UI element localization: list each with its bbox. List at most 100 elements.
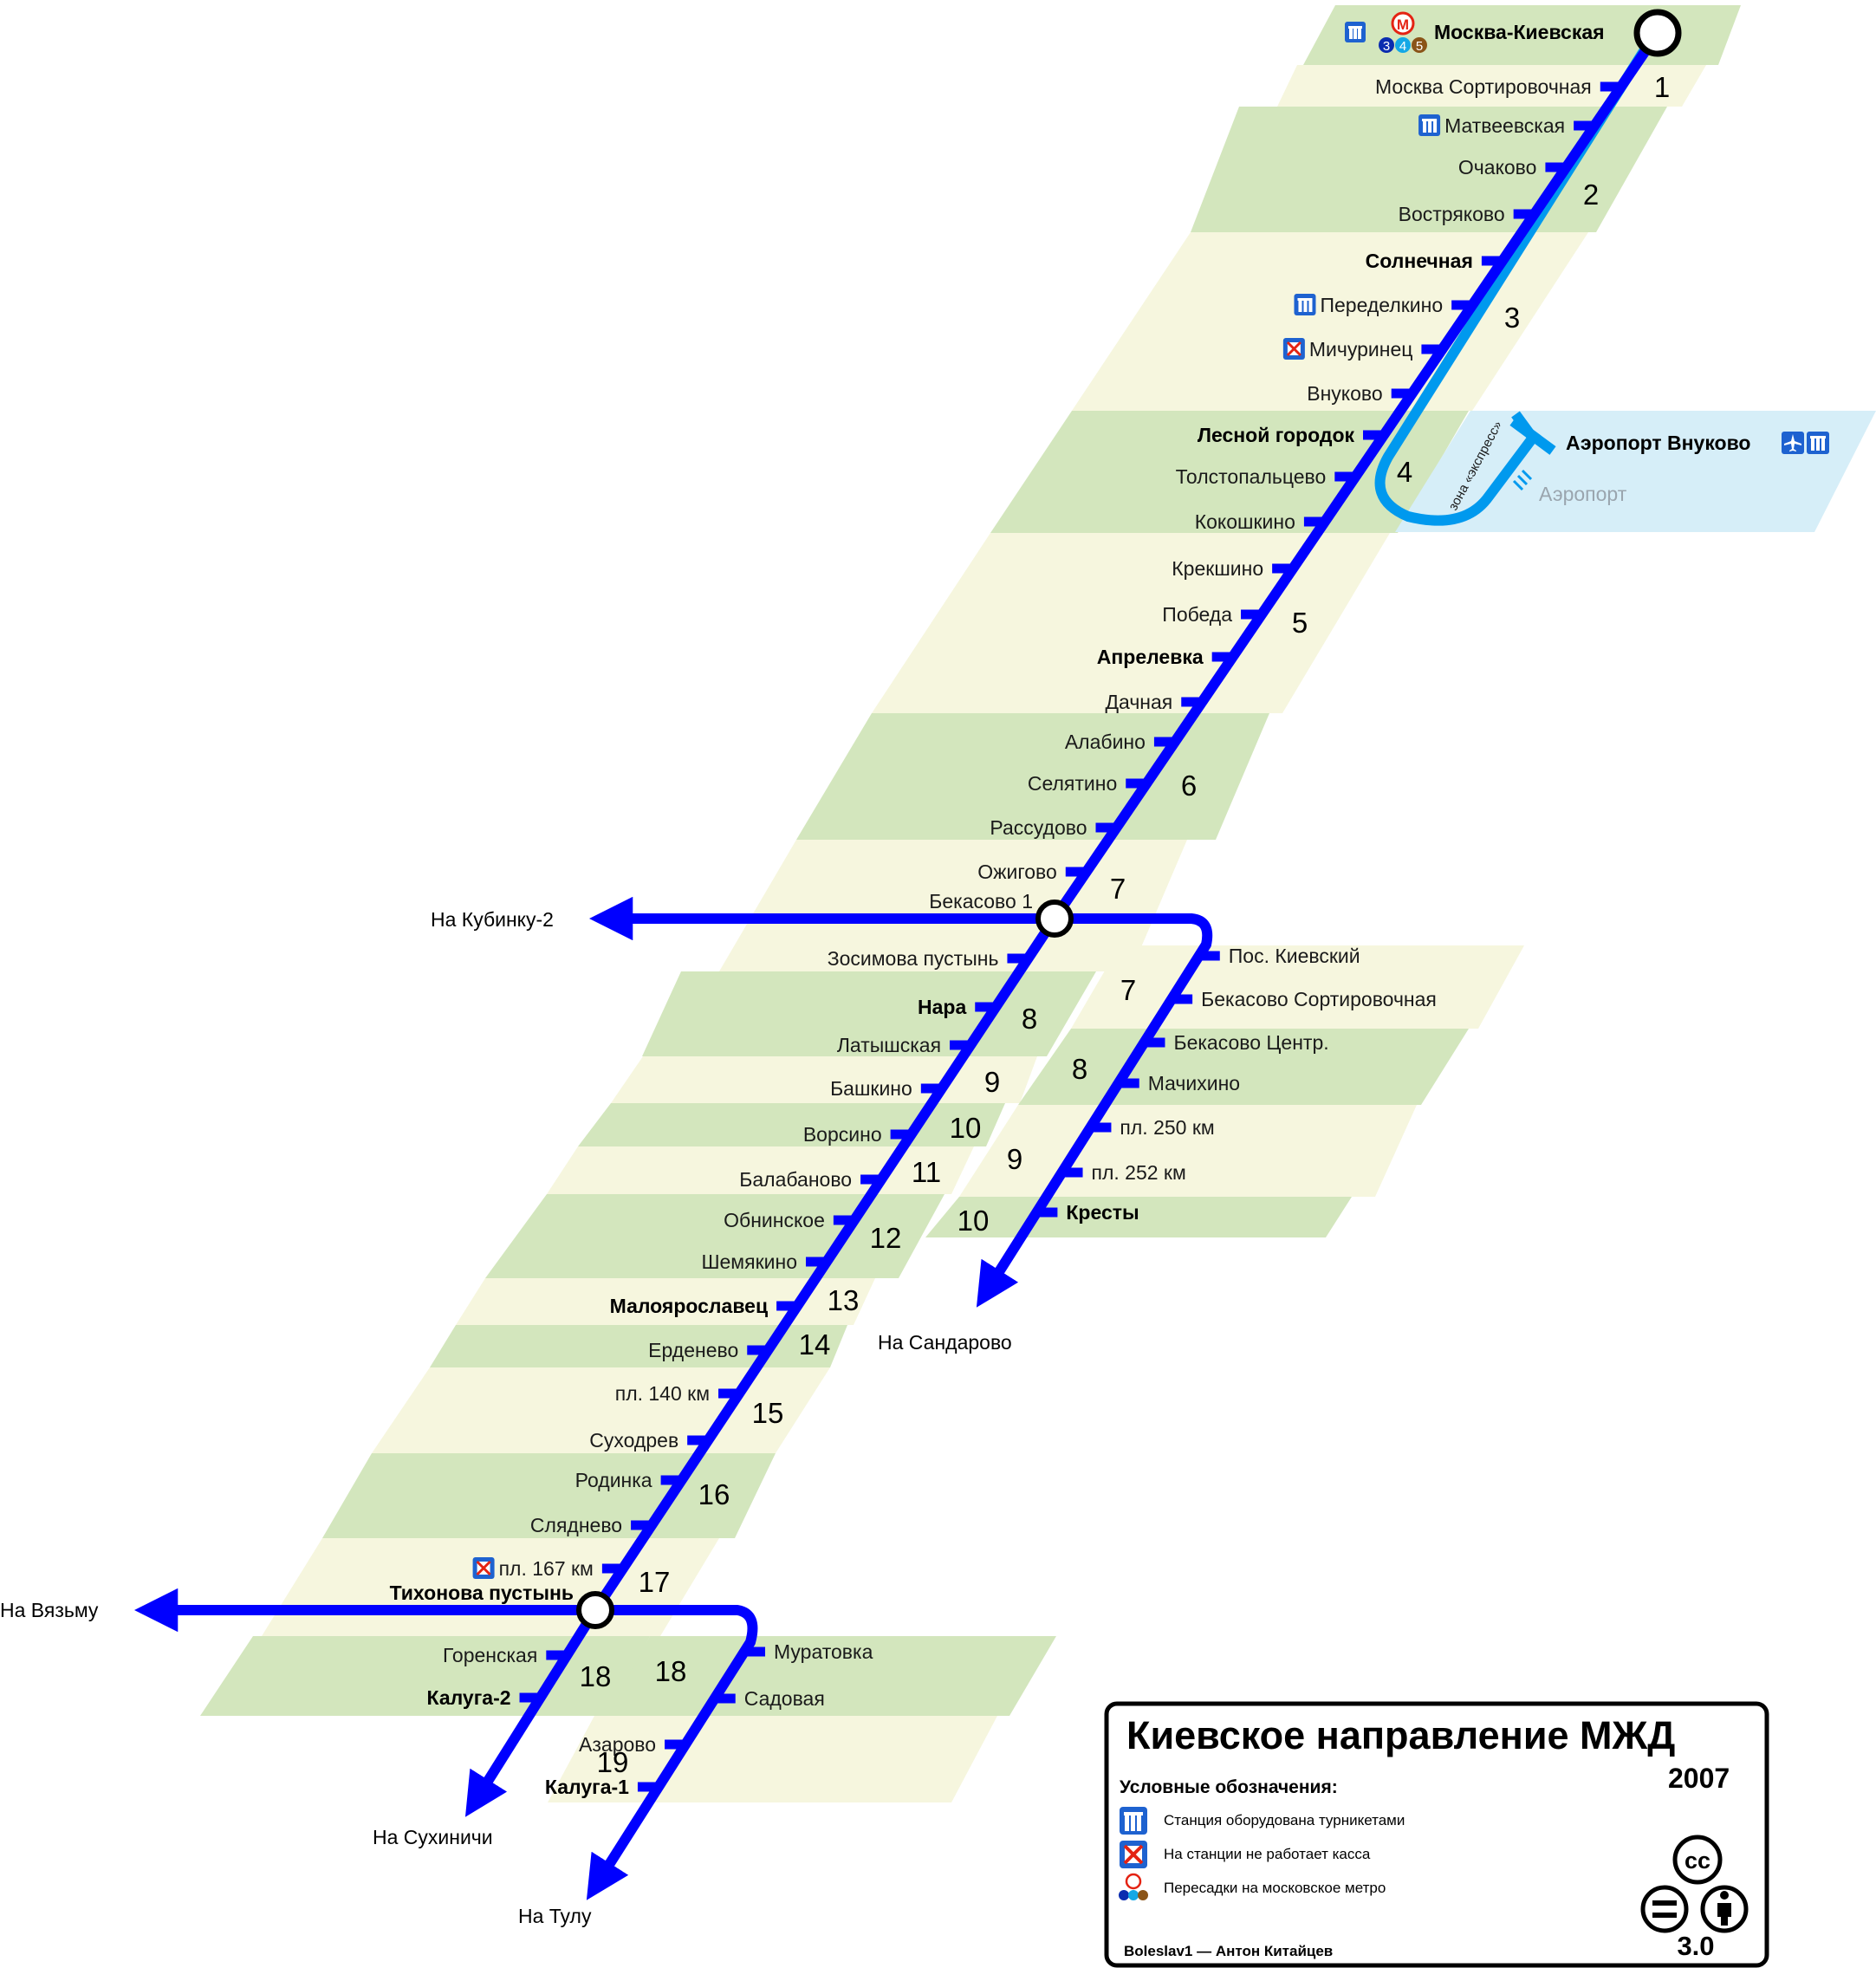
station-name: Шемякино [701,1250,797,1273]
station-балабаново[interactable]: Балабаново [739,1168,882,1191]
station-мичуринец[interactable]: Мичуринец [1282,338,1443,360]
station-layer: Москва СортировочнаяМатвеевскаяОчаковоВо… [390,75,1621,1798]
station-ерденево[interactable]: Ерденево [648,1339,769,1361]
station-name: Родинка [575,1469,652,1491]
station-шемякино[interactable]: Шемякино [701,1250,827,1273]
station-толстопальцево[interactable]: Толстопальцево [1176,465,1356,488]
bekasovo-junction-node[interactable] [1035,900,1074,938]
station-калуга-1[interactable]: Калуга-1 [545,1776,659,1798]
station-ожигово[interactable]: Ожигово [977,861,1087,883]
station-name: Нара [918,996,966,1018]
station-переделкино[interactable]: Переделкино [1294,294,1473,316]
zone-number: 18 [655,1655,687,1687]
station-дачная[interactable]: Дачная [1105,691,1203,713]
station-кресты[interactable]: Кресты [1036,1201,1139,1224]
station-пл-167-км[interactable]: пл. 167 км [472,1557,623,1580]
cc-license-icon: cc 3.0 [1640,1835,1749,1961]
station-калуга-2[interactable]: Калуга-2 [427,1686,541,1709]
station-name: Балабаново [739,1168,852,1191]
station-внуково[interactable]: Внуково [1307,382,1412,405]
tula-track [586,1605,758,1900]
zone-number: 4 [1397,456,1412,488]
zone-band-main-5 [872,533,1390,713]
station-ворсино[interactable]: Ворсино [803,1123,912,1146]
sukhinichi-track [464,1607,600,1817]
station-name: Зосимова пустынь [828,947,999,970]
station-тихонова-пустынь[interactable]: Тихонова пустынь [390,1582,574,1604]
terminal-label: М 3 4 5 Москва-Киевская [1345,11,1605,54]
license-version: 3.0 [1677,1931,1714,1961]
station-горенская[interactable]: Горенская [443,1644,568,1666]
station-name: Латышская [837,1034,941,1056]
zone-number: 18 [580,1660,612,1692]
station-малоярославец[interactable]: Малоярославец [610,1295,798,1317]
station-матвеевская[interactable]: Матвеевская [1418,114,1595,137]
station-рассудово[interactable]: Рассудово [990,816,1117,839]
station-суходрев[interactable]: Суходрев [589,1429,709,1452]
station-москва-сортировочная[interactable]: Москва Сортировочная [1375,75,1621,98]
station-садовая[interactable]: Садовая [714,1687,825,1710]
zone-number: 17 [639,1566,671,1598]
station-name: Малоярославец [610,1295,768,1317]
station-пл-252-км[interactable]: пл. 252 км [1061,1161,1186,1184]
direction-kubinka: На Кубинку-2 [431,908,554,931]
station-зосимова-пустынь[interactable]: Зосимова пустынь [828,947,1029,970]
station-name: Мачихино [1148,1072,1240,1094]
no-ticket-office-icon [1120,1841,1147,1868]
zone-number: 7 [1120,974,1136,1006]
station-обнинское[interactable]: Обнинское [724,1209,854,1231]
zone-number: 6 [1181,770,1197,802]
legend-title: Киевское направление МЖД [1126,1713,1675,1757]
station-пл-140-км[interactable]: пл. 140 км [615,1382,740,1405]
station-мачихино[interactable]: Мачихино [1118,1072,1240,1094]
station-name: Толстопальцево [1176,465,1327,488]
terminal-node[interactable] [1633,9,1682,57]
station-алабино[interactable]: Алабино [1065,731,1175,753]
station-бекасово-центр[interactable]: Бекасово Центр. [1144,1031,1329,1054]
station-бекасово-1[interactable]: Бекасово 1 [929,890,1033,913]
station-бекасово-сортировочная[interactable]: Бекасово Сортировочная [1172,988,1437,1010]
station-башкино[interactable]: Башкино [830,1077,942,1100]
legend-heading: Условные обозначения: [1120,1777,1338,1797]
legend-year: 2007 [1668,1763,1730,1794]
station-латышская[interactable]: Латышская [837,1034,971,1056]
station-нара[interactable]: Нара [918,996,996,1018]
station-азарово[interactable]: Азарово [579,1733,686,1756]
station-name: Тихонова пустынь [390,1582,574,1604]
zone-number: 11 [912,1156,941,1188]
station-сляднево[interactable]: Сляднево [530,1514,652,1536]
station-селятино[interactable]: Селятино [1028,772,1147,795]
zone-number: 10 [957,1205,990,1237]
zone-bands [200,5,1876,1802]
airport-station-name: Аэропорт Внуково [1566,432,1750,454]
station-очаково[interactable]: Очаково [1458,156,1567,179]
station-муратовка[interactable]: Муратовка [744,1640,873,1663]
airport-gray-label: Аэропорт [1539,483,1627,505]
metro-line-5-badge [1412,37,1427,53]
station-name: Лесной городок [1198,424,1355,446]
station-name: Бекасово 1 [929,890,1033,913]
station-победа[interactable]: Победа [1162,603,1263,626]
station-name: Победа [1162,603,1232,626]
terminal-station-name[interactable]: Москва-Киевская [1434,21,1605,43]
zone-number: 19 [597,1746,629,1778]
svg-text:3: 3 [1383,39,1390,54]
station-пос-киевский[interactable]: Пос. Киевский [1198,945,1360,967]
station-name: пл. 250 км [1120,1116,1214,1139]
station-родинка[interactable]: Родинка [575,1469,682,1491]
tikhonova-junction-node[interactable] [576,1591,614,1629]
station-name: Апрелевка [1097,646,1204,668]
station-лесной-городок[interactable]: Лесной городок [1198,424,1385,446]
station-пл-250-км[interactable]: пл. 250 км [1090,1116,1215,1139]
station-апрелевка[interactable]: Апрелевка [1097,646,1233,668]
station-крекшино[interactable]: Крекшино [1172,557,1294,580]
station-кокошкино[interactable]: Кокошкино [1195,510,1325,533]
station-солнечная[interactable]: Солнечная [1366,250,1503,272]
turnstile-icon [1345,22,1366,42]
station-name: Калуга-2 [427,1686,511,1709]
station-востряково[interactable]: Востряково [1399,203,1535,225]
zone-band-main-9 [611,1056,1037,1103]
zone-number: 13 [828,1284,860,1316]
direction-sandarovo: На Сандарово [878,1331,1012,1354]
zone-band-main-10 [578,1103,1005,1146]
